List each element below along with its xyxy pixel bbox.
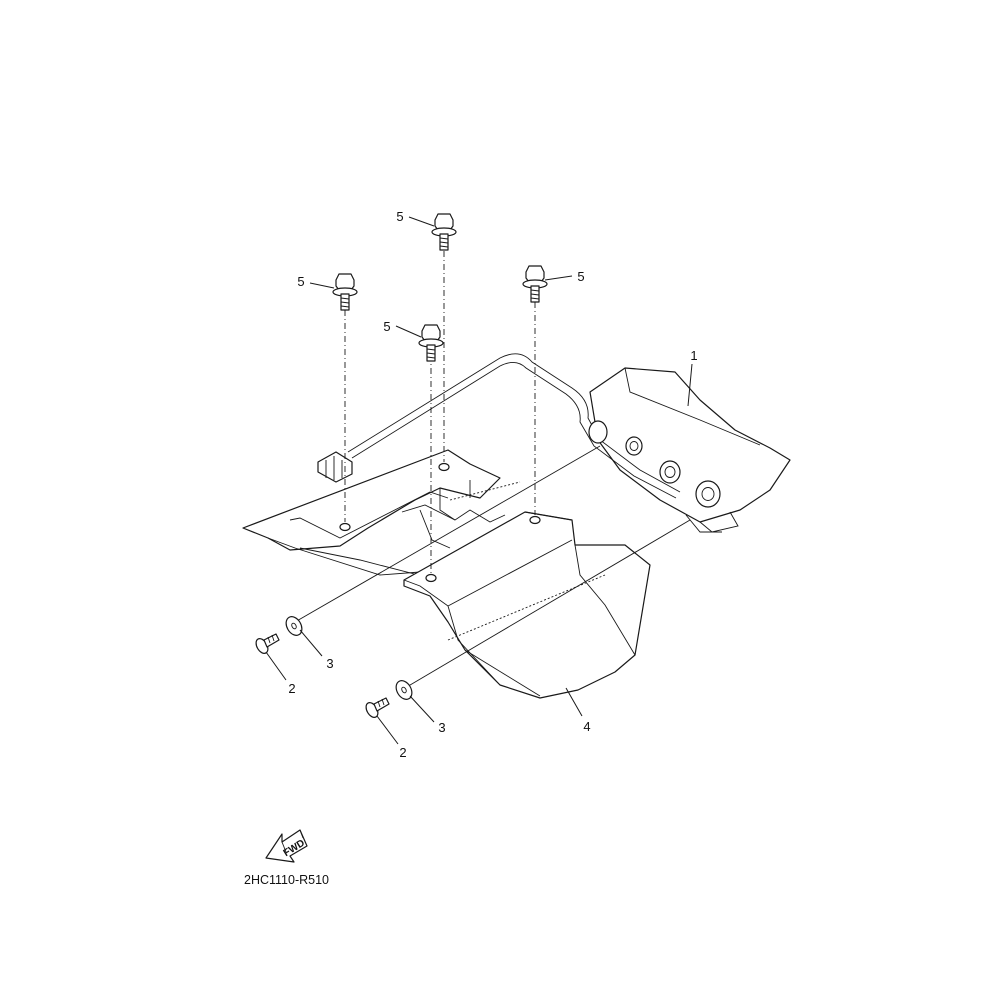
callouts: 1 5 5 5 5 3 3 2 2 4 xyxy=(288,209,697,760)
callout-5-b: 5 xyxy=(396,209,403,224)
part-code: 2HC1110-R510 xyxy=(244,873,329,887)
grab-bar-tube xyxy=(347,353,681,499)
callout-4: 4 xyxy=(583,719,590,734)
bolt-5-d xyxy=(522,265,548,303)
bolt-5-c xyxy=(418,324,444,362)
washer-3-a xyxy=(285,616,303,636)
bolt-5-b xyxy=(431,213,457,251)
mounting-holes xyxy=(339,462,541,583)
part-4-mudguard xyxy=(403,481,651,699)
leader-lines xyxy=(265,216,693,745)
callout-5-d: 5 xyxy=(577,269,584,284)
assembly-lines xyxy=(294,238,691,689)
bolt-5-a xyxy=(332,273,358,311)
screw-2-b xyxy=(365,697,390,718)
washer-3-b xyxy=(395,680,413,700)
mid-bracket xyxy=(242,449,506,579)
callout-5-a: 5 xyxy=(297,274,304,289)
fwd-arrow-icon: FWD xyxy=(265,829,308,863)
tube-connector xyxy=(317,451,353,483)
fender-grommets xyxy=(588,420,721,508)
screw-2-a xyxy=(255,633,280,654)
callout-2-b: 2 xyxy=(399,745,406,760)
callout-3-b: 3 xyxy=(438,720,445,735)
part-1-rear-fender xyxy=(589,367,791,533)
callout-2-a: 2 xyxy=(288,681,295,696)
callout-1: 1 xyxy=(690,348,697,363)
callout-5-c: 5 xyxy=(383,319,390,334)
callout-3-a: 3 xyxy=(326,656,333,671)
